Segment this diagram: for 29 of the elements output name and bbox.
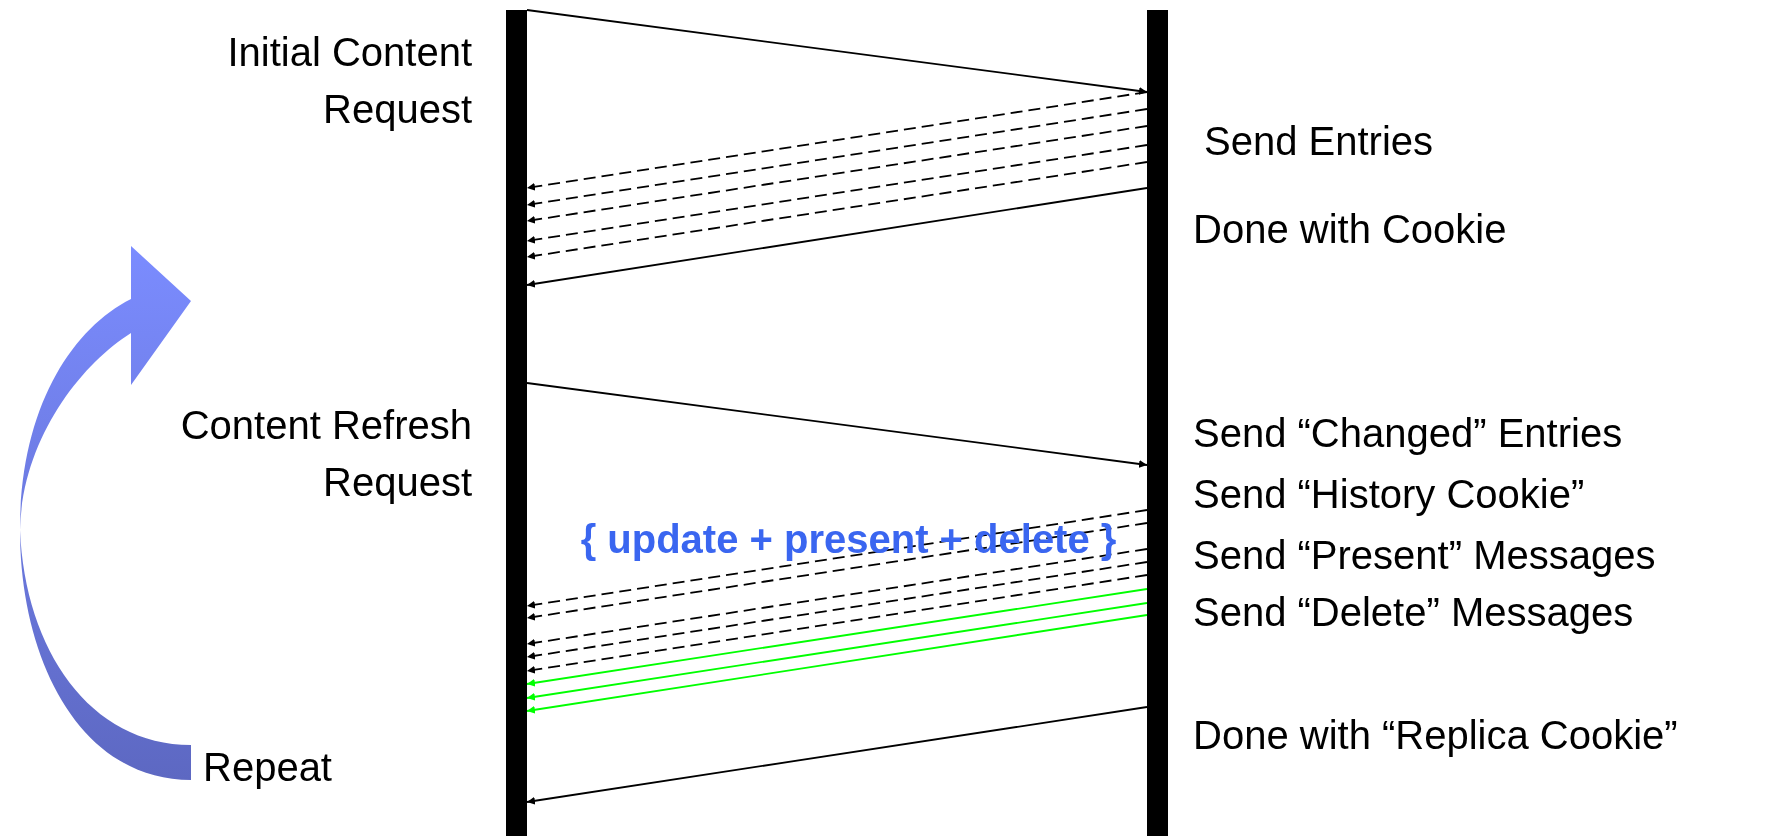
lifeline-bar (506, 10, 527, 836)
arrow (526, 561, 1148, 660)
message-label: Done with “Replica Cookie” (1193, 712, 1679, 758)
message-label: Send Entries (1204, 118, 1435, 164)
arrow (526, 91, 1148, 191)
message-label: Initial Content Request (226, 29, 472, 133)
message-label: Send “Changed” Entries (1193, 410, 1624, 456)
message-label: Send “Delete” Messages (1193, 589, 1635, 635)
message-label: Repeat (203, 744, 333, 790)
arrow (526, 161, 1148, 260)
message-label: Content Refresh Request (179, 402, 472, 506)
message-label: Done with Cookie (1193, 206, 1508, 252)
arrow (526, 548, 1148, 647)
message-label: Send “Present” Messages (1193, 532, 1657, 578)
arrow (526, 108, 1148, 208)
arrow (526, 588, 1148, 687)
arrow (526, 706, 1148, 805)
message-label: Send “History Cookie” (1193, 471, 1586, 517)
arrow (526, 602, 1148, 701)
arrow (526, 382, 1148, 468)
lifeline-bar (1147, 10, 1168, 836)
arrow (526, 522, 1148, 621)
arrow (526, 187, 1148, 288)
arrow (526, 614, 1148, 714)
arrow (526, 574, 1148, 674)
arrow (526, 125, 1148, 224)
arrow (526, 9, 1148, 95)
arrow (526, 509, 1148, 609)
arrow (526, 144, 1148, 244)
